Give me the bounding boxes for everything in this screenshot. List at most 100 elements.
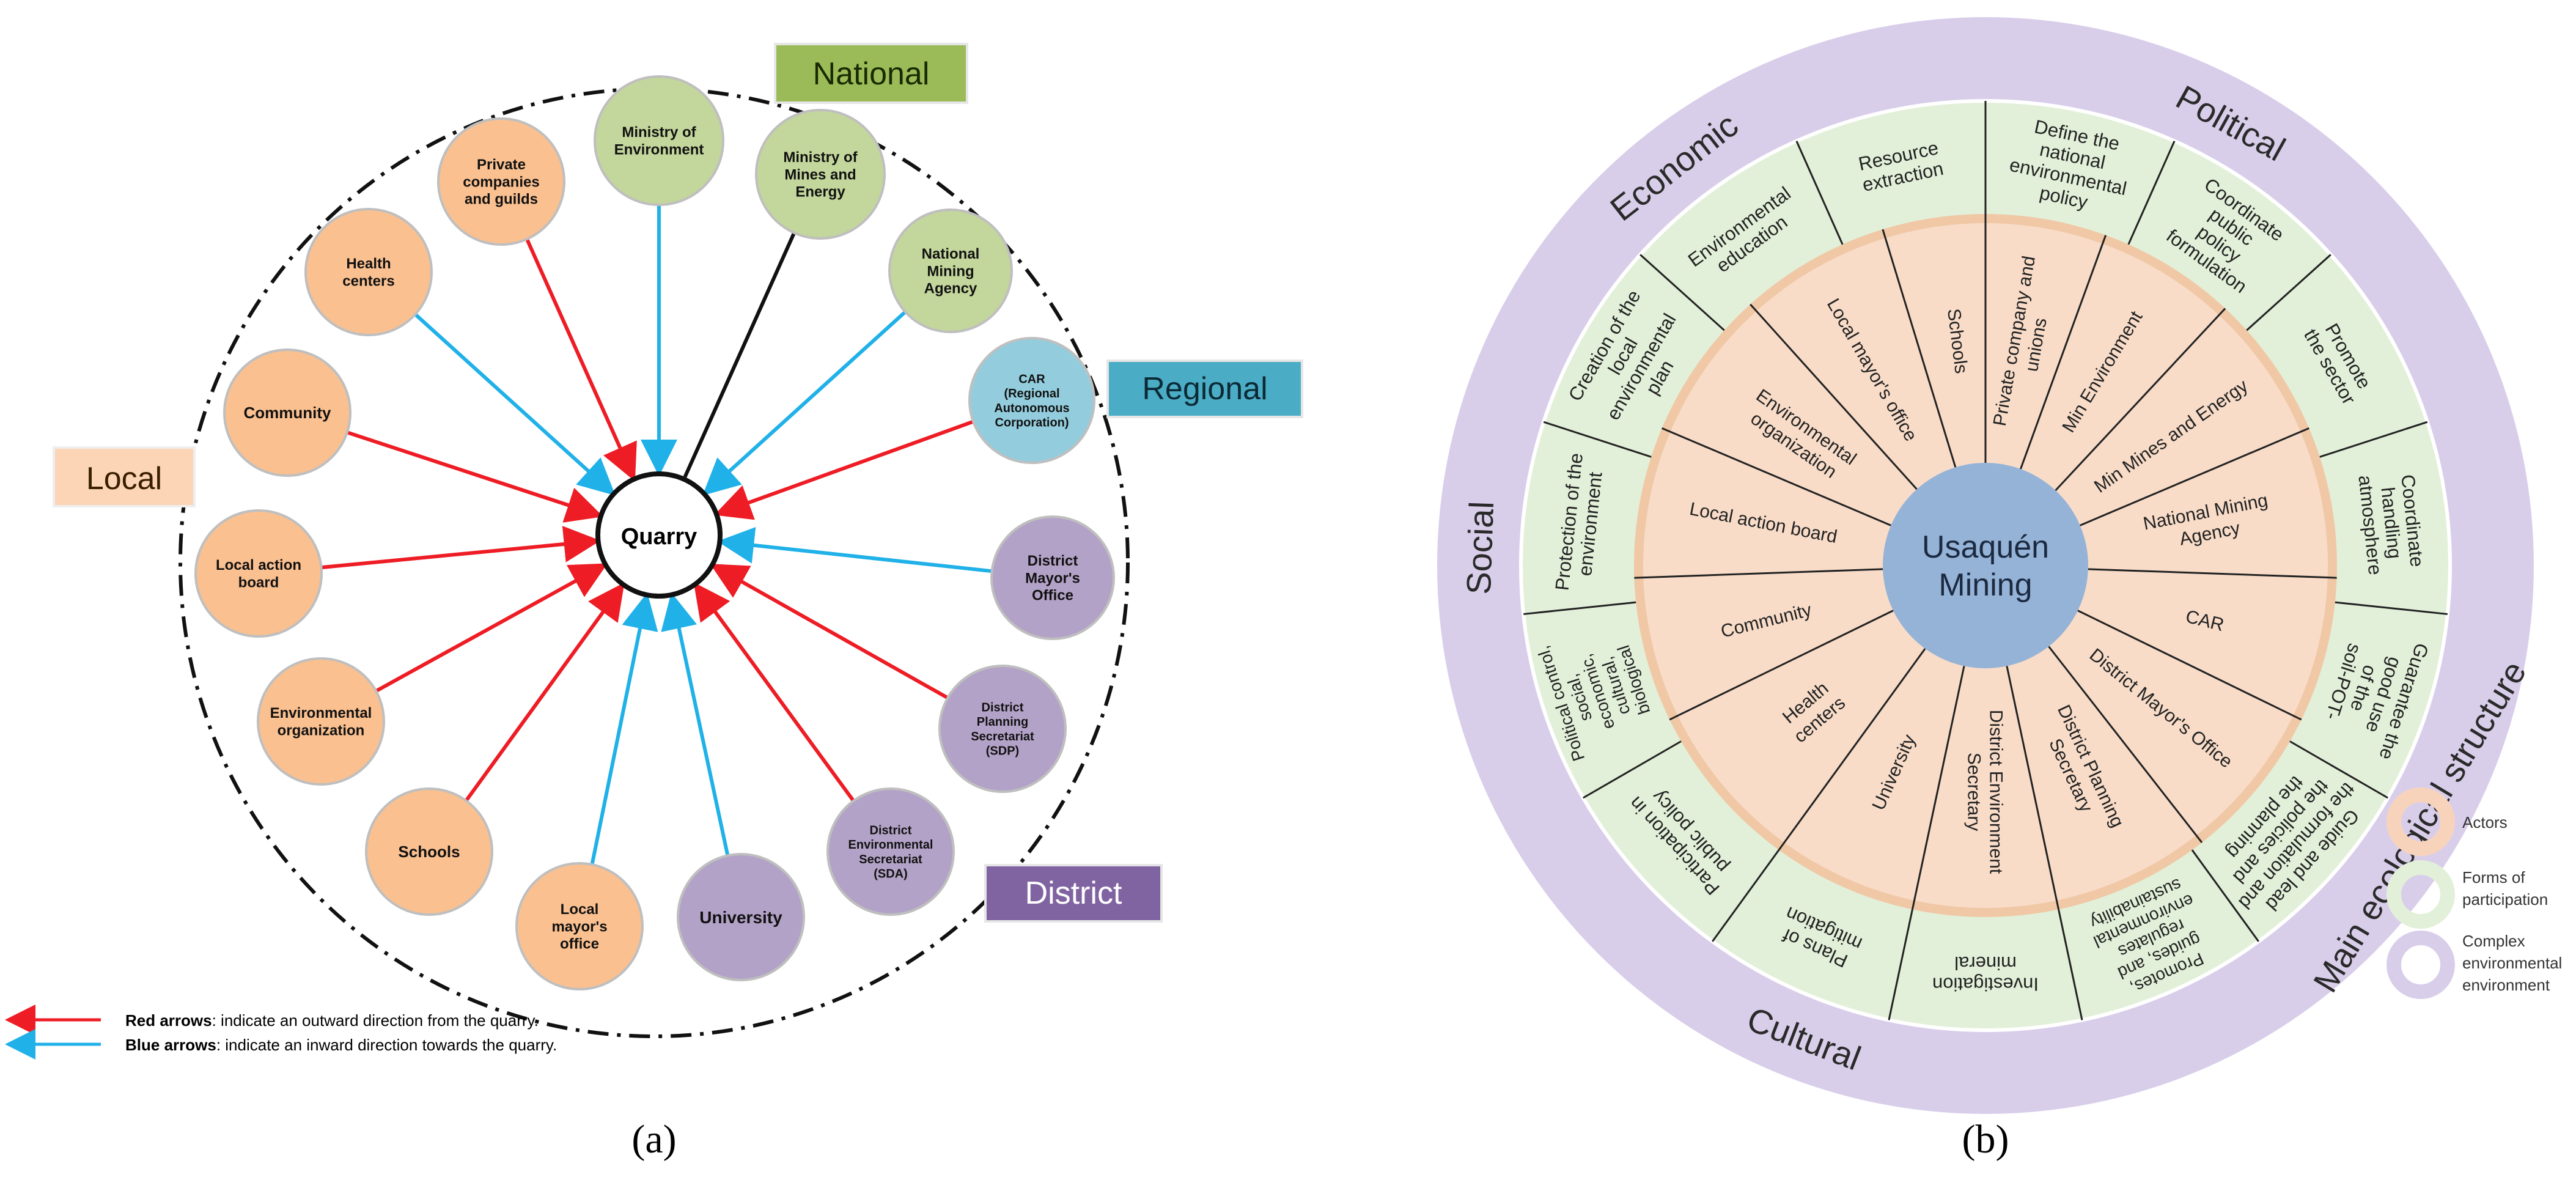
actor-divider bbox=[1750, 303, 1918, 490]
legend-participation-swatch bbox=[2386, 860, 2455, 929]
legend-complex-swatch bbox=[2386, 931, 2455, 999]
legend-red-text: Red arrows: indicate an outward directio… bbox=[125, 1011, 539, 1030]
arrow-sda bbox=[693, 582, 855, 802]
boundary-dashdot-circle bbox=[178, 87, 1130, 1038]
node-circle bbox=[594, 75, 724, 206]
actor-divider bbox=[2077, 610, 2302, 721]
arrow-national-mining bbox=[702, 310, 907, 496]
participation-divider bbox=[1583, 740, 1682, 799]
arrow-layer bbox=[321, 205, 992, 865]
tag-national-label: National bbox=[813, 56, 930, 92]
node-circle bbox=[677, 853, 805, 981]
node-circle bbox=[437, 117, 565, 246]
participation-divider bbox=[1543, 421, 1652, 458]
node-label: Schools bbox=[398, 843, 460, 861]
tag-national: National bbox=[774, 43, 968, 104]
legend-blue-text: Blue arrows: indicate an inward directio… bbox=[125, 1036, 557, 1054]
arrow-sdp bbox=[710, 564, 949, 700]
tag-local-label: Local bbox=[86, 461, 162, 496]
participation-divider bbox=[1523, 601, 1636, 615]
actor-divider bbox=[1778, 648, 1926, 851]
tag-district-label: District bbox=[1025, 876, 1122, 911]
arrow-local-action bbox=[321, 526, 601, 570]
arrow-university bbox=[661, 592, 730, 856]
participation-divider bbox=[2127, 141, 2176, 245]
node-circle bbox=[223, 348, 351, 477]
node-label: University bbox=[699, 908, 782, 927]
node-circle bbox=[365, 787, 493, 916]
participation-divider bbox=[1712, 849, 1780, 942]
caption-b: (b) bbox=[1962, 1117, 2009, 1162]
node-circle bbox=[194, 509, 323, 638]
arrow-env-org bbox=[375, 563, 608, 693]
node-label: Community bbox=[244, 404, 332, 422]
tag-regional-label: Regional bbox=[1142, 371, 1267, 407]
tag-local: Local bbox=[53, 446, 196, 507]
actor-divider bbox=[2055, 308, 2226, 492]
center-circle bbox=[1883, 463, 2088, 668]
participation-divider bbox=[1795, 141, 1844, 245]
arrow-district-mayor bbox=[717, 527, 992, 573]
node-circle bbox=[304, 208, 433, 336]
actor-label: District EnvironmentSecretary bbox=[1964, 710, 2006, 874]
node-community: Community bbox=[223, 348, 351, 477]
node-circle bbox=[826, 787, 955, 916]
actor-divider bbox=[1882, 229, 1957, 468]
participation-divider bbox=[1639, 254, 1725, 331]
node-circle bbox=[990, 515, 1115, 640]
participation-divider bbox=[2191, 849, 2259, 942]
arrow-private bbox=[525, 238, 637, 482]
node-circle bbox=[515, 862, 644, 990]
participation-divider bbox=[1888, 909, 1913, 1020]
actor-divider bbox=[1669, 610, 1894, 721]
actor-divider bbox=[1634, 568, 1883, 579]
node-circle bbox=[257, 657, 385, 786]
arrow-schools bbox=[465, 582, 625, 802]
arrow-ministry-mines bbox=[683, 232, 796, 478]
tag-regional: Regional bbox=[1106, 360, 1303, 418]
arrow-car bbox=[714, 419, 974, 520]
legend-actors-swatch bbox=[2386, 787, 2455, 856]
actor-divider bbox=[2020, 235, 2107, 470]
participation-divider bbox=[2058, 909, 2083, 1020]
node-university: University bbox=[677, 853, 805, 981]
participation-label: Coordinatehandlingatmosphere bbox=[2354, 470, 2428, 576]
actor-divider bbox=[2006, 666, 2060, 910]
participation-divider bbox=[2246, 254, 2331, 331]
node-circle bbox=[755, 109, 886, 240]
arrow-health bbox=[414, 312, 616, 496]
participation-divider bbox=[2335, 601, 2448, 615]
tag-district: District bbox=[984, 864, 1163, 923]
outer-category-label: Social bbox=[1459, 501, 1501, 596]
actor-divider bbox=[1911, 666, 1965, 910]
participation-divider bbox=[2319, 421, 2428, 458]
node-circle bbox=[968, 337, 1095, 464]
actor-divider bbox=[2088, 568, 2337, 579]
